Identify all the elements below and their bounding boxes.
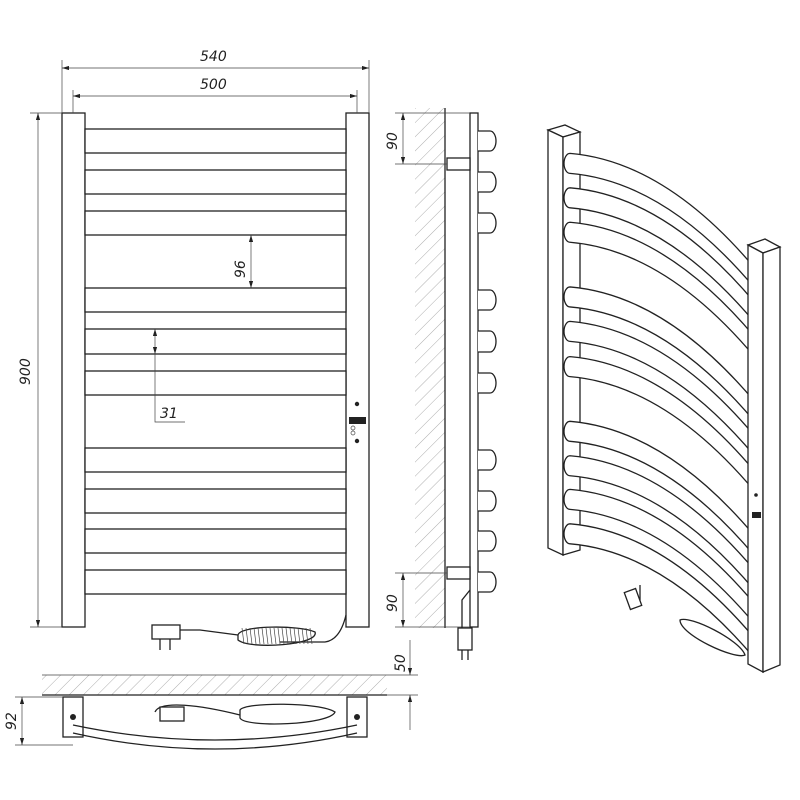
- curved-bar: [563, 488, 756, 627]
- bar: [84, 370, 347, 396]
- coil-turn: [261, 627, 265, 645]
- bar-end: [478, 330, 497, 353]
- coil-turn: [301, 627, 305, 645]
- dim-540: 540: [200, 49, 227, 65]
- coil-turn: [241, 627, 245, 645]
- bar-end: [478, 130, 497, 152]
- indicator-dot: [354, 438, 360, 444]
- bar: [84, 210, 347, 236]
- bar-end: [478, 490, 497, 512]
- curved-bar: [563, 320, 756, 459]
- coil-turn: [249, 627, 253, 645]
- indicator-dot: [354, 401, 360, 407]
- button: [350, 430, 356, 436]
- curved-bar: [563, 221, 756, 360]
- coil-turn: [289, 627, 293, 645]
- curved-bar: [563, 455, 756, 593]
- bracket-bottom: [446, 566, 471, 580]
- coil-turn: [281, 627, 285, 645]
- curved-bar: [563, 187, 756, 325]
- bar-end: [478, 571, 497, 593]
- power-cable: [280, 614, 347, 643]
- coil-turn: [253, 627, 257, 645]
- bar: [84, 128, 347, 154]
- coil-turn: [277, 627, 281, 645]
- bar-end: [478, 212, 497, 234]
- bar: [84, 328, 347, 355]
- curved-bar: [72, 724, 358, 741]
- curved-bar: [563, 152, 756, 291]
- coil-turn: [273, 627, 277, 645]
- dim-92: 92: [4, 712, 20, 730]
- coil-turn: [245, 627, 249, 645]
- curved-bar: [563, 523, 756, 661]
- perspective-view: [546, 124, 782, 674]
- bottom-view: 50 92: [4, 640, 418, 750]
- persp-plug: [623, 587, 643, 611]
- coil-turn: [265, 627, 269, 645]
- button: [350, 425, 356, 431]
- bar-end: [478, 449, 497, 471]
- coil-turn: [297, 627, 301, 645]
- side-plug: [457, 627, 473, 651]
- cable: [180, 629, 239, 636]
- front-view: 540 500 900 96 31: [18, 49, 370, 650]
- dim-90-top: 90: [385, 132, 401, 150]
- curved-bar: [563, 286, 756, 424]
- coil-turn: [285, 627, 289, 645]
- coil-turn: [305, 627, 309, 645]
- bar-end: [478, 171, 497, 193]
- coil-turn: [293, 627, 297, 645]
- coil-turn: [269, 627, 273, 645]
- bar: [84, 447, 347, 473]
- bracket-top: [446, 157, 471, 171]
- bar: [84, 569, 347, 595]
- coil-turn: [309, 627, 313, 645]
- bars: [84, 128, 347, 595]
- dim-500: 500: [200, 77, 227, 93]
- plug: [151, 624, 181, 640]
- dim-50: 50: [393, 654, 409, 672]
- bottom-plug: [159, 706, 185, 722]
- left-post: [61, 112, 86, 628]
- persp-display: [752, 512, 761, 518]
- bar-end: [478, 530, 497, 552]
- side-view: 90 90: [385, 108, 497, 660]
- persp-coil: [679, 618, 746, 657]
- dim-96: 96: [233, 260, 249, 278]
- dim-31: 31: [160, 406, 178, 422]
- side-post: [469, 112, 479, 628]
- bottom-coil: [239, 703, 336, 725]
- dim-90-bottom: 90: [385, 594, 401, 612]
- bar: [84, 287, 347, 313]
- dim-900: 900: [18, 358, 34, 385]
- curved-bar: [563, 420, 756, 559]
- bar: [84, 528, 347, 554]
- curved-bar: [563, 355, 756, 494]
- bar-end: [478, 289, 497, 311]
- right-post: [345, 112, 370, 628]
- coil-turn: [257, 627, 261, 645]
- control-display: [349, 417, 366, 424]
- bar: [84, 169, 347, 195]
- bar: [84, 488, 347, 514]
- bottom-cable: [154, 704, 241, 716]
- bar-end: [478, 372, 497, 394]
